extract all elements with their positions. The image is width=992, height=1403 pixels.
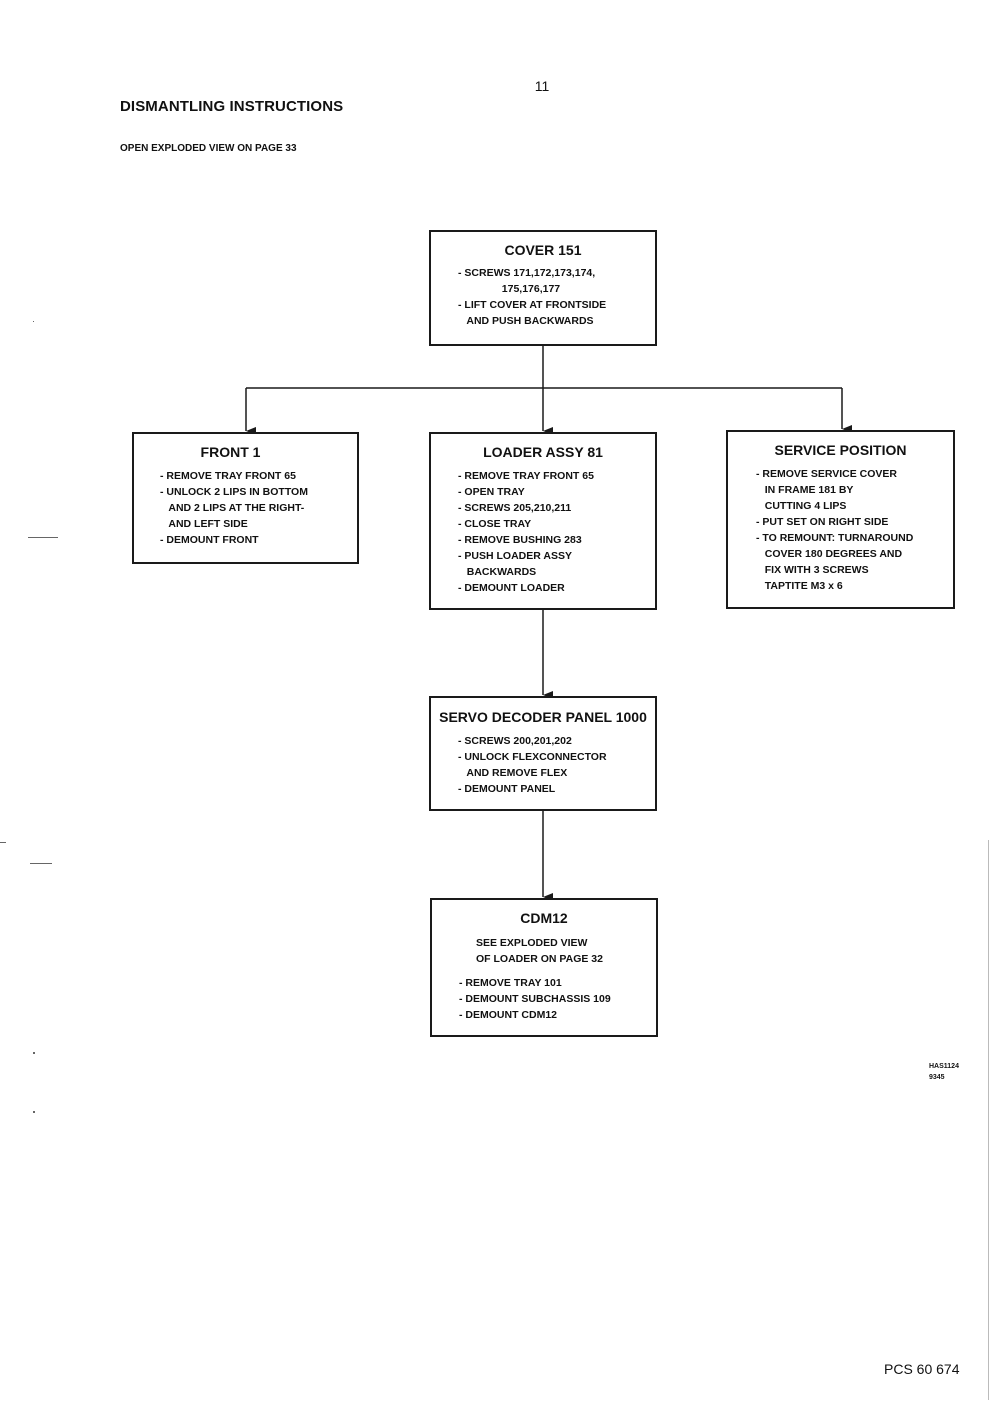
drawing-code: HAS1124 9345 <box>929 1061 959 1083</box>
step-line: - LIFT COVER AT FRONTSIDE <box>458 299 607 311</box>
scan-artifact <box>30 863 52 864</box>
scan-artifact <box>33 1052 35 1054</box>
front-steps: - REMOVE TRAY FRONT 65 - UNLOCK 2 LIPS I… <box>160 468 357 548</box>
step-line: - UNLOCK FLEXCONNECTOR <box>458 751 607 763</box>
cdm12-steps: - REMOVE TRAY 101 - DEMOUNT SUBCHASSIS 1… <box>459 975 656 1023</box>
step-line: - DEMOUNT CDM12 <box>459 1009 558 1021</box>
drawing-code-id: HAS1124 <box>929 1063 959 1070</box>
page-number: 11 <box>534 78 550 94</box>
scan-artifact <box>33 321 34 322</box>
step-line: 175,176,177 <box>458 283 561 295</box>
step-line: FIX WITH 3 SCREWS <box>756 564 869 576</box>
loader-title: LOADER ASSY 81 <box>483 444 603 460</box>
step-line: - DEMOUNT LOADER <box>458 582 565 594</box>
step-line: - REMOVE TRAY FRONT 65 <box>458 470 594 482</box>
scan-artifact <box>988 840 989 1400</box>
step-line: - PUT SET ON RIGHT SIDE <box>756 516 889 528</box>
service-position-steps: - REMOVE SERVICE COVER IN FRAME 181 BY C… <box>756 466 953 594</box>
step-line: - DEMOUNT FRONT <box>160 534 259 546</box>
servo-decoder-title: SERVO DECODER PANEL 1000 <box>439 709 647 725</box>
step-line: IN FRAME 181 BY <box>756 484 854 496</box>
step-line: CUTTING 4 LIPS <box>756 500 847 512</box>
step-line: - REMOVE SERVICE COVER <box>756 468 898 480</box>
step-line: AND 2 LIPS AT THE RIGHT- <box>160 502 305 514</box>
note-line: SEE EXPLODED VIEW <box>476 937 588 949</box>
step-line: - SCREWS 200,201,202 <box>458 735 572 747</box>
step-line: - TO REMOUNT: TURNAROUND <box>756 532 914 544</box>
document-code: PCS 60 674 <box>884 1361 960 1377</box>
step-line: - OPEN TRAY <box>458 486 525 498</box>
step-line: - UNLOCK 2 LIPS IN BOTTOM <box>160 486 308 498</box>
service-position-box: SERVICE POSITION - REMOVE SERVICE COVER … <box>726 430 955 609</box>
step-line: - SCREWS 171,172,173,174, <box>458 267 596 279</box>
step-line: TAPTITE M3 x 6 <box>756 580 843 592</box>
front-box: FRONT 1 - REMOVE TRAY FRONT 65 - UNLOCK … <box>132 432 359 564</box>
scan-artifact <box>28 537 58 538</box>
step-line: - CLOSE TRAY <box>458 518 532 530</box>
page-title: DISMANTLING INSTRUCTIONS <box>120 98 344 115</box>
loader-box: LOADER ASSY 81 - REMOVE TRAY FRONT 65 - … <box>429 432 657 610</box>
step-line: AND PUSH BACKWARDS <box>458 315 594 327</box>
scan-artifact <box>0 842 6 843</box>
page-subtitle: OPEN EXPLODED VIEW ON PAGE 33 <box>120 143 297 154</box>
step-line: AND REMOVE FLEX <box>458 767 568 779</box>
step-line: - DEMOUNT SUBCHASSIS 109 <box>459 993 611 1005</box>
step-line: - REMOVE TRAY FRONT 65 <box>160 470 296 482</box>
cover-steps: - SCREWS 171,172,173,174, 175,176,177 - … <box>458 265 655 329</box>
step-line: - DEMOUNT PANEL <box>458 783 556 795</box>
cdm12-title: CDM12 <box>520 910 568 926</box>
servo-decoder-steps: - SCREWS 200,201,202 - UNLOCK FLEXCONNEC… <box>458 733 655 797</box>
step-line: COVER 180 DEGREES AND <box>756 548 903 560</box>
cdm12-note: SEE EXPLODED VIEW OF LOADER ON PAGE 32 <box>476 935 656 967</box>
scan-artifact <box>33 1111 35 1113</box>
drawing-code-date: 9345 <box>929 1074 945 1081</box>
step-line: BACKWARDS <box>458 566 537 578</box>
step-line: - SCREWS 205,210,211 <box>458 502 572 514</box>
front-title: FRONT 1 <box>200 444 261 460</box>
cover-box: COVER 151 - SCREWS 171,172,173,174, 175,… <box>429 230 657 346</box>
cover-title: COVER 151 <box>504 242 582 258</box>
service-position-title: SERVICE POSITION <box>774 442 907 458</box>
cdm12-box: CDM12 SEE EXPLODED VIEW OF LOADER ON PAG… <box>430 898 658 1037</box>
note-line: OF LOADER ON PAGE 32 <box>476 953 603 965</box>
step-line: - PUSH LOADER ASSY <box>458 550 572 562</box>
step-line: AND LEFT SIDE <box>160 518 248 530</box>
loader-steps: - REMOVE TRAY FRONT 65 - OPEN TRAY - SCR… <box>458 468 655 596</box>
servo-decoder-box: SERVO DECODER PANEL 1000 - SCREWS 200,20… <box>429 696 657 811</box>
step-line: - REMOVE BUSHING 283 <box>458 534 582 546</box>
step-line: - REMOVE TRAY 101 <box>459 977 562 989</box>
